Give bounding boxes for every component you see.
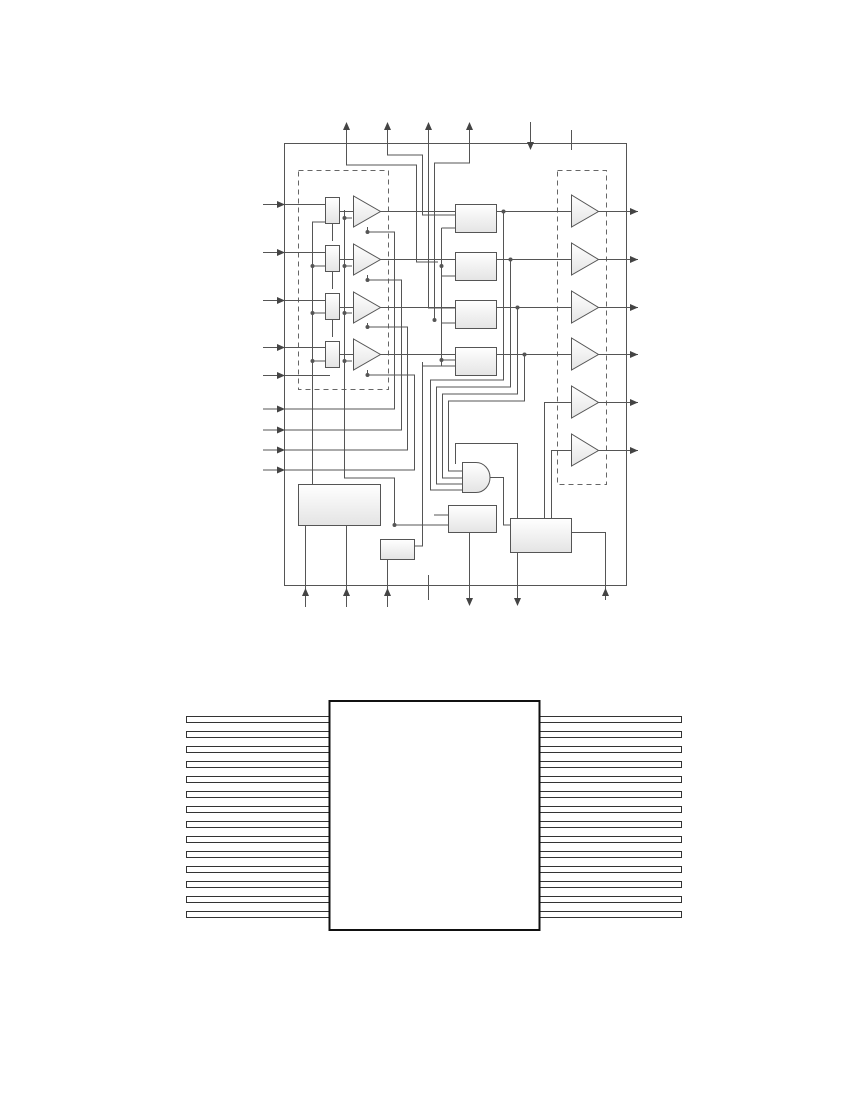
small-block: [380, 539, 415, 560]
input-amplifier: [353, 338, 382, 371]
pin: [186, 791, 330, 798]
pin: [186, 881, 330, 888]
output-amplifier: [571, 242, 600, 276]
pin: [539, 761, 682, 768]
bottom-pins: [302, 526, 609, 607]
output-amplifier: [571, 290, 600, 324]
pin: [539, 776, 682, 783]
input-channels: [263, 195, 455, 526]
pin: [186, 731, 330, 738]
input-amplifier: [353, 195, 382, 228]
pin: [186, 911, 330, 918]
mux-block: [325, 293, 340, 320]
pin: [186, 821, 330, 828]
mux-block: [325, 245, 340, 272]
left-pins: [186, 716, 330, 918]
mux-block: [325, 341, 340, 368]
pin: [186, 716, 330, 723]
pin: [539, 731, 682, 738]
output-amplifier: [571, 194, 600, 228]
pin: [539, 716, 682, 723]
block-diagram: [263, 122, 638, 607]
input-amplifier: [353, 243, 382, 276]
pin: [539, 821, 682, 828]
pin: [539, 791, 682, 798]
pin: [186, 776, 330, 783]
right-pins: [539, 716, 682, 918]
pin: [539, 866, 682, 873]
pin: [186, 836, 330, 843]
latch-block: [455, 252, 497, 281]
package-body: [328, 700, 541, 931]
pin: [539, 851, 682, 858]
middle-blocks: [414, 204, 571, 547]
pin: [186, 866, 330, 873]
pin: [539, 911, 682, 918]
and-gate: [462, 462, 491, 493]
pin: [186, 851, 330, 858]
pin: [186, 761, 330, 768]
pin: [539, 746, 682, 753]
latch-block: [455, 300, 497, 329]
pin: [186, 896, 330, 903]
right-dashed-group: [557, 170, 607, 485]
large-left-block: [298, 484, 381, 526]
latch-block: [455, 347, 497, 376]
mux-block: [325, 197, 340, 224]
output-amplifier: [571, 385, 600, 419]
output-amplifier: [571, 337, 600, 371]
large-right-block: [510, 518, 572, 553]
input-amplifier: [353, 291, 382, 324]
pin: [539, 896, 682, 903]
top-pins: [343, 122, 572, 320]
pin: [186, 806, 330, 813]
chip-outline: [284, 143, 627, 586]
pin: [539, 806, 682, 813]
latch-block: [455, 204, 497, 233]
control-block: [448, 505, 497, 533]
pin: [539, 836, 682, 843]
pin: [539, 881, 682, 888]
output-amplifier: [571, 433, 600, 467]
pin: [186, 746, 330, 753]
output-amplifiers: [544, 194, 638, 518]
